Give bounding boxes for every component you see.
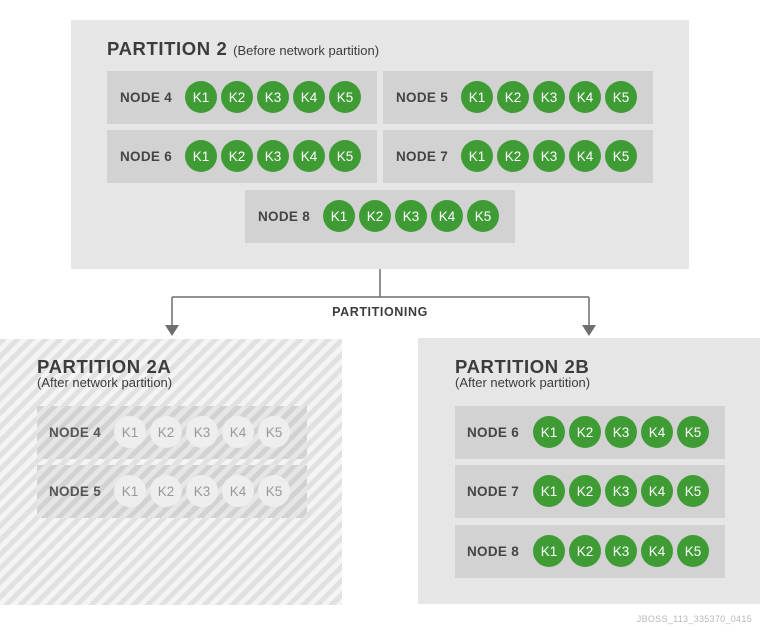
key-list: K1 K2 K3 K4 K5 [114,475,294,507]
partition-2a-subtitle: (After network partition) [37,375,173,390]
node-4: NODE 4 K1 K2 K3 K4 K5 [107,71,377,124]
key-k5: K5 [677,535,709,567]
key-list: K1 K2 K3 K4 K5 [323,200,503,232]
node-label: NODE 5 [49,484,102,499]
key-k4: K4 [641,475,673,507]
key-list: K1 K2 K3 K4 K5 [533,535,713,567]
key-list: K1 K2 K3 K4 K5 [461,81,641,113]
key-k4: K4 [641,416,673,448]
key-k2: K2 [359,200,391,232]
key-list: K1 K2 K3 K4 K5 [533,416,713,448]
key-k1: K1 [185,140,217,172]
node-label: NODE 6 [467,425,520,440]
partition-2b-subtitle: (After network partition) [455,375,591,390]
node-label: NODE 5 [396,90,449,105]
key-k3: K3 [533,81,565,113]
key-k4: K4 [293,140,325,172]
node-label: NODE 8 [467,544,520,559]
partition-2a-panel: PARTITION 2A (After network partition) N… [0,339,342,605]
arrow-down-icon [165,325,179,336]
key-k5: K5 [329,81,361,113]
key-k4: K4 [431,200,463,232]
node-label: NODE 7 [467,484,520,499]
arrow-down-icon [582,325,596,336]
key-k1: K1 [114,416,146,448]
key-k1: K1 [533,416,565,448]
key-list: K1 K2 K3 K4 K5 [114,416,294,448]
key-k1: K1 [533,535,565,567]
key-k3: K3 [257,140,289,172]
partition-2b-panel: PARTITION 2B (After network partition) N… [418,338,760,604]
node-label: NODE 7 [396,149,449,164]
key-k2: K2 [150,416,182,448]
key-k5: K5 [605,81,637,113]
node-6: NODE 6 K1 K2 K3 K4 K5 [455,406,725,459]
key-k2: K2 [569,475,601,507]
key-k2: K2 [497,140,529,172]
key-k3: K3 [605,535,637,567]
key-k3: K3 [605,416,637,448]
partition-2-title-text: PARTITION 2 [107,38,228,59]
partition-2-title: PARTITION 2 (Before network partition) [107,38,379,60]
partition-2-subtitle: (Before network partition) [233,43,380,58]
node-label: NODE 8 [258,209,311,224]
node-7: NODE 7 K1 K2 K3 K4 K5 [455,465,725,518]
key-k4: K4 [222,475,254,507]
key-k2: K2 [569,416,601,448]
key-k1: K1 [461,81,493,113]
key-list: K1 K2 K3 K4 K5 [185,81,365,113]
key-k4: K4 [293,81,325,113]
key-k2: K2 [150,475,182,507]
key-k2: K2 [221,81,253,113]
key-k5: K5 [467,200,499,232]
node-6: NODE 6 K1 K2 K3 K4 K5 [107,130,377,183]
node-label: NODE 4 [49,425,102,440]
key-k2: K2 [221,140,253,172]
key-k5: K5 [258,416,290,448]
node-5: NODE 5 K1 K2 K3 K4 K5 [383,71,653,124]
key-k1: K1 [323,200,355,232]
key-k5: K5 [677,475,709,507]
node-label: NODE 6 [120,149,173,164]
key-list: K1 K2 K3 K4 K5 [461,140,641,172]
key-k3: K3 [395,200,427,232]
partition-2b-title: PARTITION 2B [455,356,590,377]
key-k3: K3 [257,81,289,113]
node-5: NODE 5 K1 K2 K3 K4 K5 [37,465,307,518]
key-k5: K5 [605,140,637,172]
node-4: NODE 4 K1 K2 K3 K4 K5 [37,406,307,459]
key-k3: K3 [605,475,637,507]
key-k5: K5 [677,416,709,448]
partition-2-panel: PARTITION 2 (Before network partition) N… [71,20,689,269]
key-k3: K3 [186,475,218,507]
key-k3: K3 [533,140,565,172]
key-k1: K1 [114,475,146,507]
key-k3: K3 [186,416,218,448]
node-8: NODE 8 K1 K2 K3 K4 K5 [245,190,515,243]
key-k4: K4 [641,535,673,567]
node-7: NODE 7 K1 K2 K3 K4 K5 [383,130,653,183]
key-k4: K4 [222,416,254,448]
key-k2: K2 [497,81,529,113]
node-label: NODE 4 [120,90,173,105]
partition-2a-title: PARTITION 2A [37,356,172,377]
key-k5: K5 [258,475,290,507]
key-k1: K1 [461,140,493,172]
key-k4: K4 [569,140,601,172]
partitioning-label: PARTITIONING [332,305,428,319]
key-list: K1 K2 K3 K4 K5 [185,140,365,172]
key-k4: K4 [569,81,601,113]
key-k1: K1 [185,81,217,113]
node-8: NODE 8 K1 K2 K3 K4 K5 [455,525,725,578]
figure-id: JBOSS_113_335370_0415 [636,614,752,624]
key-k2: K2 [569,535,601,567]
key-k1: K1 [533,475,565,507]
key-list: K1 K2 K3 K4 K5 [533,475,713,507]
key-k5: K5 [329,140,361,172]
